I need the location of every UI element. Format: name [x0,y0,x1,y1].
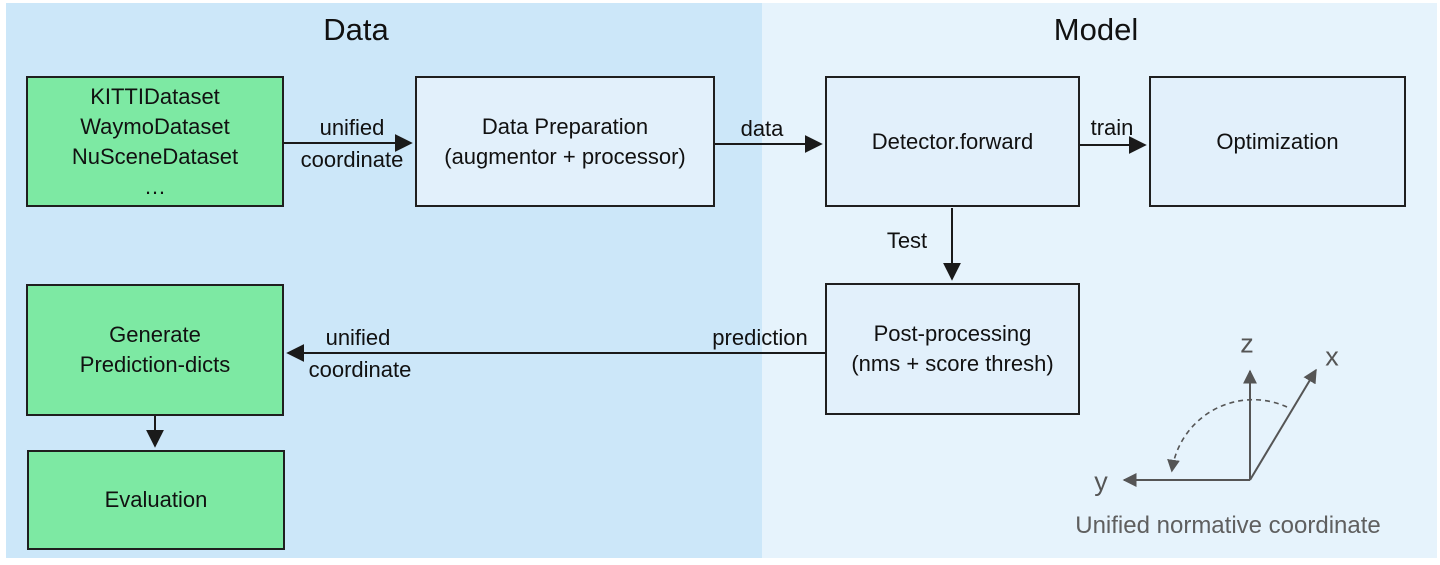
node-post-processing-line: Post-processing [873,321,1032,346]
y-axis-label: y [1094,466,1108,497]
node-data-preparation-line: Data Preparation [481,113,649,139]
coordinate-caption: Unified normative coordinate [1075,512,1381,539]
node-evaluation-line: Evaluation [104,487,208,512]
node-datasets-line: … [144,173,166,199]
node-detector-forward: Detector.forward [825,76,1080,207]
node-optimization: Optimization [1149,76,1406,207]
node-post-processing-line: (nms + score thresh) [851,351,1054,376]
node-datasets-line: KITTIDataset [90,83,220,109]
node-datasets-line: NuSceneDataset [71,143,239,169]
node-post-processing: Post-processing (nms + score thresh) [825,283,1080,415]
x-axis-label: x [1325,341,1339,372]
node-generate-prediction-dicts-line: Prediction-dicts [79,352,231,377]
edge-label-prediction: prediction [712,325,808,350]
edge-label-train: train [1090,115,1134,140]
node-data-preparation-line: (augmentor + processor) [444,143,686,169]
node-generate-prediction-dicts-line: Generate [109,322,201,347]
edge-label-unified-top: unified [319,115,385,140]
edge-label-data: data [740,116,784,141]
edge-label-unified-bottom: unified [325,325,391,350]
node-datasets-line: WaymoDataset [80,113,230,139]
edge-label-coordinate-bottom: coordinate [308,357,412,382]
node-optimization-line: Optimization [1216,128,1339,154]
node-detector-forward-line: Detector.forward [871,128,1034,154]
edge-label-coordinate-top: coordinate [300,147,404,172]
data-section-title: Data [323,12,389,47]
z-axis-label: z [1240,328,1254,359]
edge-label-test: Test [886,228,928,253]
node-generate-prediction-dicts: Generate Prediction-dicts [26,284,284,416]
model-section-title: Model [1053,12,1139,47]
node-evaluation: Evaluation [27,450,285,550]
node-datasets: KITTIDataset WaymoDataset NuSceneDataset… [26,76,284,207]
node-data-preparation: Data Preparation (augmentor + processor) [415,76,715,207]
